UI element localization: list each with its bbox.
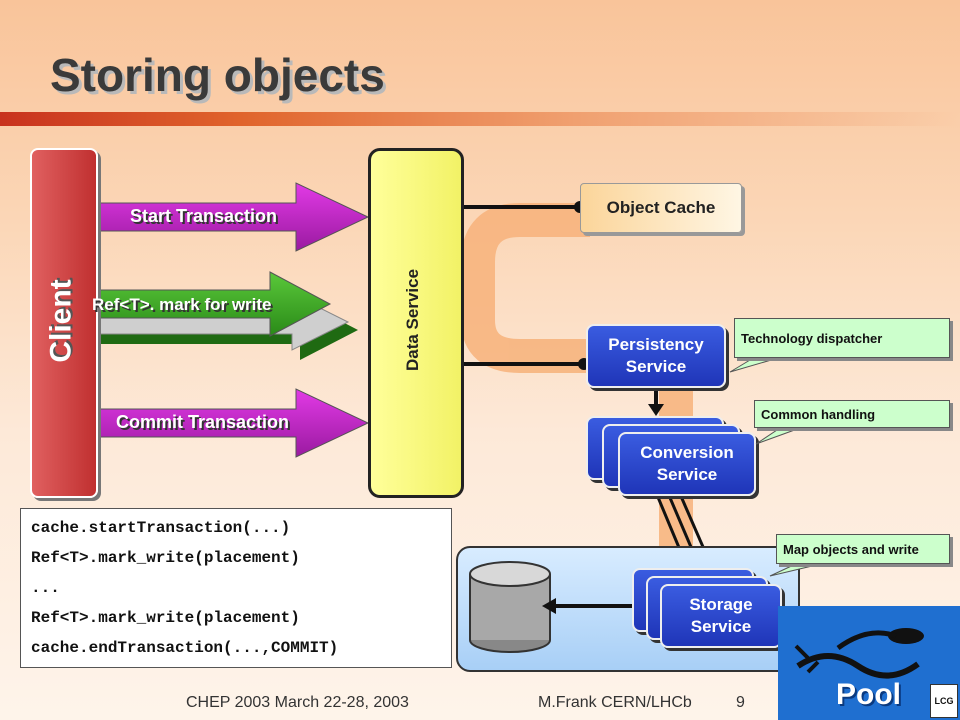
code-box: cache.startTransaction(...) Ref<T>.mark_… [20,508,452,668]
code-line: Ref<T>.mark_write(placement) [31,609,300,627]
slide-title: Storing objects [50,49,385,101]
storage-line1: Storage [689,595,753,614]
callout-common-handling: Common handling [754,400,950,428]
pool-logo-text: Pool [836,678,901,711]
footer-page-number: 9 [736,694,745,711]
object-cache-label: Object Cache [606,198,716,217]
start-transaction-label: Start Transaction [130,206,278,226]
persistency-service-box: Persistency Service [586,324,726,388]
conversion-line1: Conversion [640,443,734,462]
storage-to-db-arrow [542,598,634,614]
database-icon [469,561,551,653]
callout-map-text: Map objects and write [783,541,919,557]
commit-transaction-arrow [95,388,370,458]
title-underline-bar [0,112,960,126]
mark-write-label: Ref<T>. mark for write [92,295,272,314]
conversion-service-box: Conversion Service [618,432,756,496]
footer-conference: CHEP 2003 March 22-28, 2003 [186,694,409,711]
start-transaction-arrow [95,182,370,252]
swimmer-icon [794,628,924,679]
mark-write-arrow-front [95,271,332,337]
callout-technology-dispatcher: Technology dispatcher [734,318,950,358]
callout-common-text: Common handling [761,406,876,422]
footer-author: M.Frank CERN/LHCb [538,694,692,711]
callout-map-objects: Map objects and write [776,534,950,564]
storage-service-box: Storage Service [660,584,782,648]
callout-dispatcher-text: Technology dispatcher [741,330,883,346]
code-line: cache.startTransaction(...) [31,519,291,537]
code-line: Ref<T>.mark_write(placement) [31,549,300,567]
pool-logo: Pool LCG [778,606,960,720]
persistency-line2: Service [625,357,687,376]
commit-transaction-label: Commit Transaction [116,412,290,432]
storage-line2: Service [690,617,752,636]
persistency-line1: Persistency [608,335,704,354]
data-service-box [368,148,464,498]
lcg-badge: LCG [930,684,958,718]
conversion-line2: Service [656,465,718,484]
object-cache-box: Object Cache [580,183,742,233]
code-line: cache.endTransaction(...,COMMIT) [31,639,339,657]
code-line: ... [31,579,60,597]
client-bar [30,148,98,498]
